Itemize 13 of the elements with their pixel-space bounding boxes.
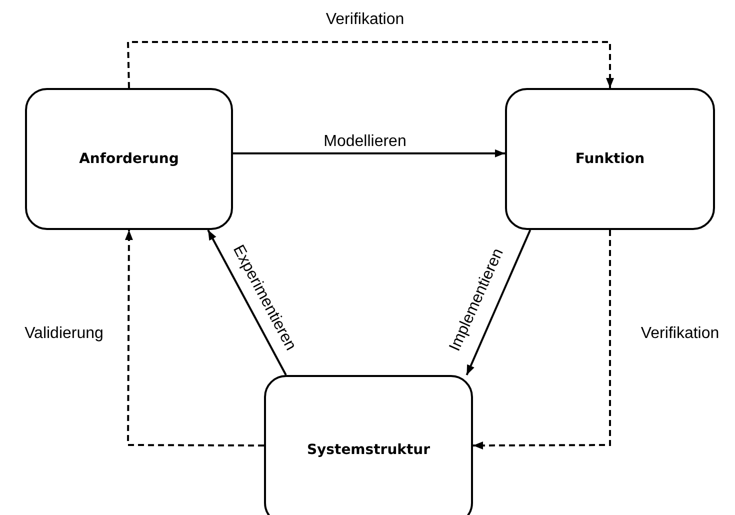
dashed-arrow	[473, 230, 611, 450]
rounded-box	[264, 375, 473, 515]
arrow	[233, 149, 505, 158]
node-label: Anforderung	[79, 151, 179, 167]
arrow	[207, 230, 287, 376]
node-label: Funktion	[575, 151, 645, 167]
dashed-arrow	[124, 230, 264, 446]
dashed-arrow	[126, 41, 614, 88]
rounded-box	[25, 88, 233, 230]
arrow	[466, 230, 532, 376]
rounded-box	[505, 88, 715, 230]
node-label: Systemstruktur	[306, 442, 430, 458]
edge-label: Validierung	[24, 325, 104, 343]
